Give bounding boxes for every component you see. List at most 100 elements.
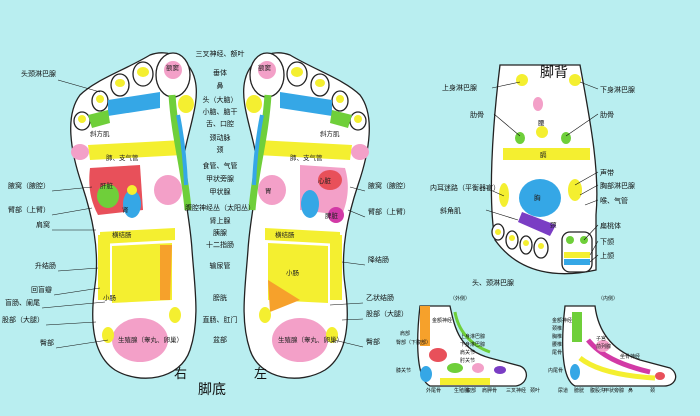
side-inner-labels: 金额神经颈椎胸椎腰椎尾骨内尾骨子宫前列腺坐骨神经尿道膀胱腹股沟甲状旁腺鼻颈 xyxy=(548,317,655,394)
side-inner-label-14: 颈 xyxy=(650,387,655,394)
left-outer-label-8: 臀部 xyxy=(40,338,54,347)
side-inner-label-2: 胸椎 xyxy=(552,333,562,340)
side-inner-label-6: 子宫 xyxy=(596,335,606,342)
right-outer-label-0: 腋窝（腋腔） xyxy=(368,181,410,190)
right-sole-label-liver: 肝脏 xyxy=(100,181,114,190)
side-inner-label-0: 金额神经 xyxy=(552,317,572,324)
dorsum-title: 脚背 xyxy=(540,65,568,81)
left-sole-label-gonad: 生殖腺（睾丸、卵巢） xyxy=(278,335,343,344)
side-outer-label-0: 肩部 xyxy=(400,330,410,337)
dorsum-left-label-0: 上身淋巴腺 xyxy=(442,83,477,92)
side-outer-label-9: 生殖腺 xyxy=(454,387,469,394)
center-label-13: 胰腺 xyxy=(213,228,227,237)
dorsum-label-chest: 胸 xyxy=(534,193,541,202)
dorsum-right-label-leader-1 xyxy=(565,113,599,137)
side-inner-label-9: 尿道 xyxy=(558,387,568,394)
left-outer-label-leader-8 xyxy=(55,339,109,349)
side-inner-label-13: 鼻 xyxy=(628,387,633,394)
right-outer-label-leader-5 xyxy=(333,339,364,348)
side-inner-label-7: 前列腺 xyxy=(596,343,611,350)
left-foot-mark: 左 xyxy=(254,367,267,382)
center-label-18: 盆部 xyxy=(213,335,227,344)
side-outer-label-1: 臀部（下腹部） xyxy=(396,339,431,346)
dorsum-label-waist: 腰 xyxy=(538,119,545,127)
left-outer-label-leader-0 xyxy=(57,79,101,93)
left-outer-label-leader-6 xyxy=(41,301,106,309)
center-label-1: 垂体 xyxy=(213,68,227,77)
dorsum-right-label-1: 肋骨 xyxy=(600,110,614,119)
left-outer-label-leader-7 xyxy=(45,321,97,326)
side-inner-label-1: 颈椎 xyxy=(552,325,562,332)
side-outer-label-8: 外尾骨 xyxy=(426,387,441,394)
dorsum-right-label-5: 扁桃体 xyxy=(600,221,621,230)
left-outer-label-1: 腋窝（腋腔） xyxy=(8,181,50,190)
right-sole-label-gonad: 生殖腺（睾丸、卵巢） xyxy=(118,335,183,344)
right-outer-label-5: 臀部 xyxy=(366,337,380,346)
center-label-9: 甲状旁腺 xyxy=(206,174,234,183)
left-outer-label-0: 头颈淋巴腺 xyxy=(21,69,56,78)
right-foot-mark: 右 xyxy=(174,367,187,382)
side-inner-label-11: 腹股沟 xyxy=(590,387,605,394)
dorsum-right-label-leader-3 xyxy=(579,184,599,196)
right-outer-label-4: 股部（大腿） xyxy=(366,309,408,318)
side-inner-label-10: 膀胱 xyxy=(574,387,584,394)
right-outer-label-leader-4 xyxy=(341,318,364,321)
side-outer-label-3: 上身淋巴腺 xyxy=(460,333,485,340)
side-inner-label-8: 坐骨神经 xyxy=(620,353,640,360)
right-outer-label-leader-3 xyxy=(329,302,364,306)
right-outer-label-leader-1 xyxy=(347,209,366,218)
side-inner-label-4: 尾骨 xyxy=(552,350,562,356)
center-label-2: 鼻 xyxy=(217,81,224,90)
dorsum-label-neck: 颈 xyxy=(550,221,557,229)
center-label-12: 肾上腺 xyxy=(210,216,231,225)
right-outer-label-leader-2 xyxy=(341,261,366,266)
side-outer-label-5: 肩关节 xyxy=(460,349,475,356)
dorsum-left-label-leader-0 xyxy=(491,81,521,89)
dorsum-label-diaphragm: 膈 xyxy=(540,151,547,159)
right-outer-label-3: 乙状结肠 xyxy=(366,293,394,302)
left-outer-label-7: 股部（大腿） xyxy=(2,315,44,324)
left-outer-label-3: 肩窝 xyxy=(36,220,50,229)
left-sole-label-sinus: 额窦 xyxy=(258,63,272,72)
side-outer-label-4: 下身淋巴腺 xyxy=(460,341,485,348)
left-outer-label-leader-2 xyxy=(51,207,93,216)
outer-side-caption: （外侧） xyxy=(450,295,470,302)
dorsum-left-label-leader-3 xyxy=(485,209,519,221)
center-label-3: 头（大脑） xyxy=(203,95,238,104)
left-outer-label-6: 盲肠、阑尾 xyxy=(5,298,40,307)
side-outer-label-6: 肘关节 xyxy=(460,357,475,364)
left-sole-label-stomach: 胃 xyxy=(265,187,272,195)
side-outer-label-13: 颈叶 xyxy=(530,387,540,394)
center-label-7: 颈 xyxy=(217,146,224,154)
center-label-17: 直肠、肛门 xyxy=(203,315,238,324)
left-sole-label-heart: 心脏 xyxy=(318,176,332,185)
dorsum-right-label-0: 下身淋巴腺 xyxy=(600,85,635,94)
dorsum-left-label-1: 肋骨 xyxy=(470,110,484,119)
left-sole-label-spleen: 脾脏 xyxy=(325,211,339,220)
left-sole-label-lung: 肺、支气管 xyxy=(290,153,323,162)
right-sole-label-small-intestine: 小肠 xyxy=(103,293,117,302)
center-label-15: 输尿管 xyxy=(210,261,231,270)
inner-side-caption: （内侧） xyxy=(598,295,618,302)
center-label-5: 舌、口腔 xyxy=(206,119,234,128)
side-inner-label-12: 甲状旁腺 xyxy=(604,387,624,394)
left-outer-label-2: 臂部（上臂） xyxy=(8,205,50,214)
dorsum-diagram: 脚背 腰 膈 胸 颈 xyxy=(490,64,598,275)
side-outer-labels: 肩部臀部（下腹部）金额神经上身淋巴腺下身淋巴腺肩关节肘关节膝关节外尾骨生殖腺腹部… xyxy=(396,317,540,394)
center-label-4: 小脑、脑干 xyxy=(203,107,238,116)
right-sole-label-transverse: 横结肠 xyxy=(112,230,132,239)
left-outer-label-5: 回盲瓣 xyxy=(31,285,52,294)
sole-title: 脚底 xyxy=(198,382,226,398)
dorsum-right-label-leader-2 xyxy=(574,171,599,186)
right-sole: 小肠 生殖腺（睾丸、卵巢） 斜方肌 肺、支气管 肝脏 肾 横结肠 额窦 xyxy=(70,52,197,379)
right-sole-label-kidney: 肾 xyxy=(122,205,129,214)
right-sole-label-trapezius: 斜方肌 xyxy=(90,129,110,138)
right-sole-label-sinus: 额窦 xyxy=(166,63,180,72)
outer-side-view: （外侧） xyxy=(417,295,527,387)
